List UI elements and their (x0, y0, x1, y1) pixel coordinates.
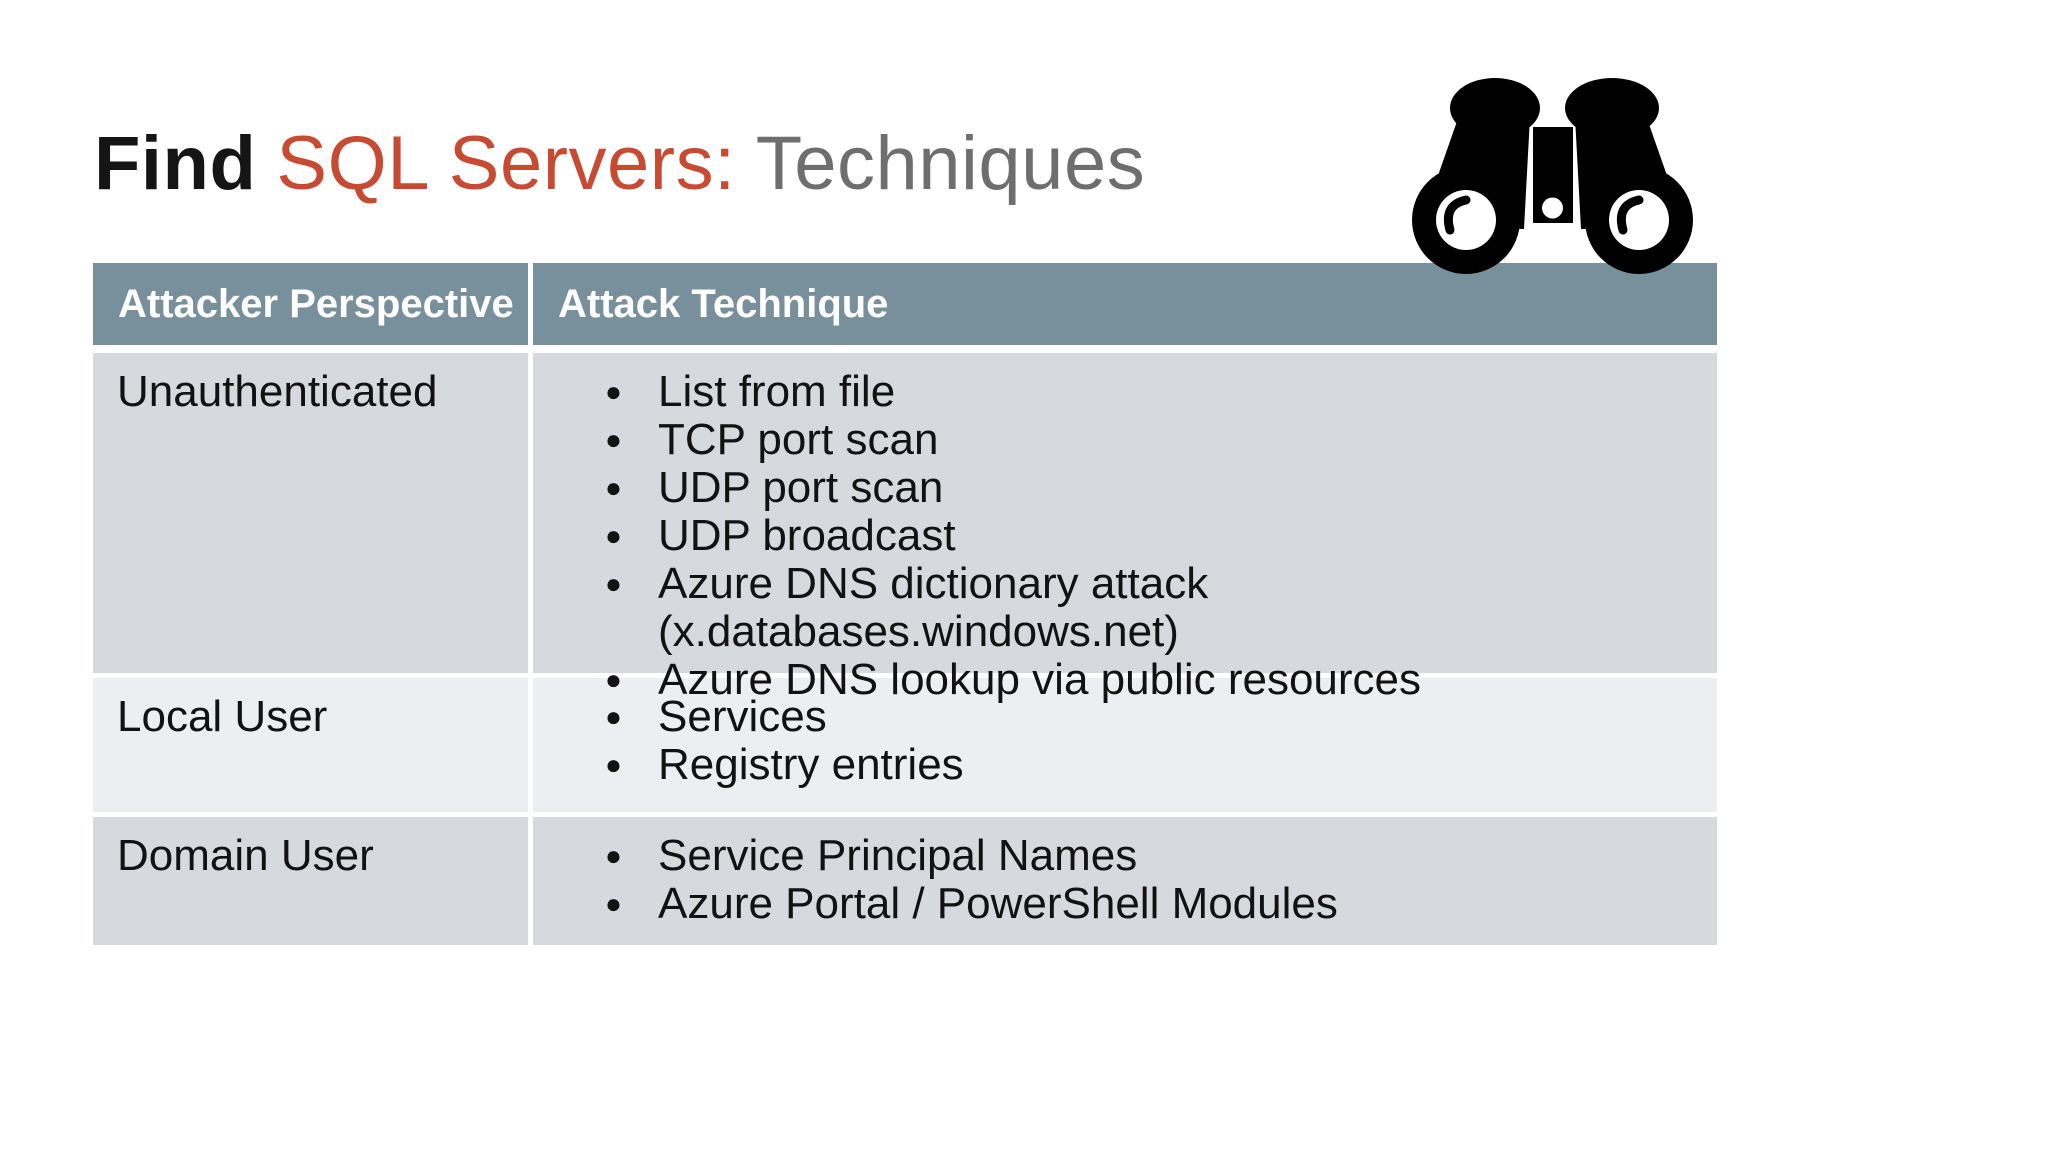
technique-item: Registry entries (533, 741, 1717, 790)
technique-item: Services (533, 693, 1717, 742)
title-part-techniques: Techniques (755, 121, 1146, 206)
table-header-row: Attacker Perspective Attack Technique (93, 263, 1717, 345)
technique-list: List from fileTCP port scanUDP port scan… (533, 368, 1717, 705)
table-row: Domain UserService Principal NamesAzure … (93, 817, 1717, 945)
title-part-sql-servers: SQL Servers: (276, 121, 736, 206)
technique-item: UDP broadcast (533, 512, 1717, 561)
perspective-cell: Local User (93, 678, 528, 812)
technique-cell: ServicesRegistry entries (533, 678, 1717, 812)
technique-item: Service Principal Names (533, 832, 1717, 881)
technique-cell: Service Principal NamesAzure Portal / Po… (533, 817, 1717, 945)
table-body: UnauthenticatedList from fileTCP port sc… (93, 353, 1717, 945)
header-attack-technique: Attack Technique (533, 263, 1717, 345)
technique-item: Azure Portal / PowerShell Modules (533, 880, 1717, 929)
perspective-cell: Unauthenticated (93, 353, 528, 673)
technique-item: UDP port scan (533, 464, 1717, 513)
header-attacker-perspective: Attacker Perspective (93, 263, 528, 345)
technique-item: List from file (533, 368, 1717, 417)
binoculars-icon (1412, 78, 1693, 274)
title-part-find: Find (94, 121, 257, 206)
technique-list: ServicesRegistry entries (533, 693, 1717, 790)
perspective-cell: Domain User (93, 817, 528, 945)
technique-item: TCP port scan (533, 416, 1717, 465)
technique-cell: List from fileTCP port scanUDP port scan… (533, 353, 1717, 704)
table-row: UnauthenticatedList from fileTCP port sc… (93, 353, 1717, 704)
technique-list: Service Principal NamesAzure Portal / Po… (533, 832, 1717, 929)
attack-techniques-table: Attacker Perspective Attack Technique Un… (93, 263, 1717, 950)
table-row: Local UserServicesRegistry entries (93, 678, 1717, 812)
technique-item: Azure DNS dictionary attack (x.databases… (533, 560, 1717, 656)
